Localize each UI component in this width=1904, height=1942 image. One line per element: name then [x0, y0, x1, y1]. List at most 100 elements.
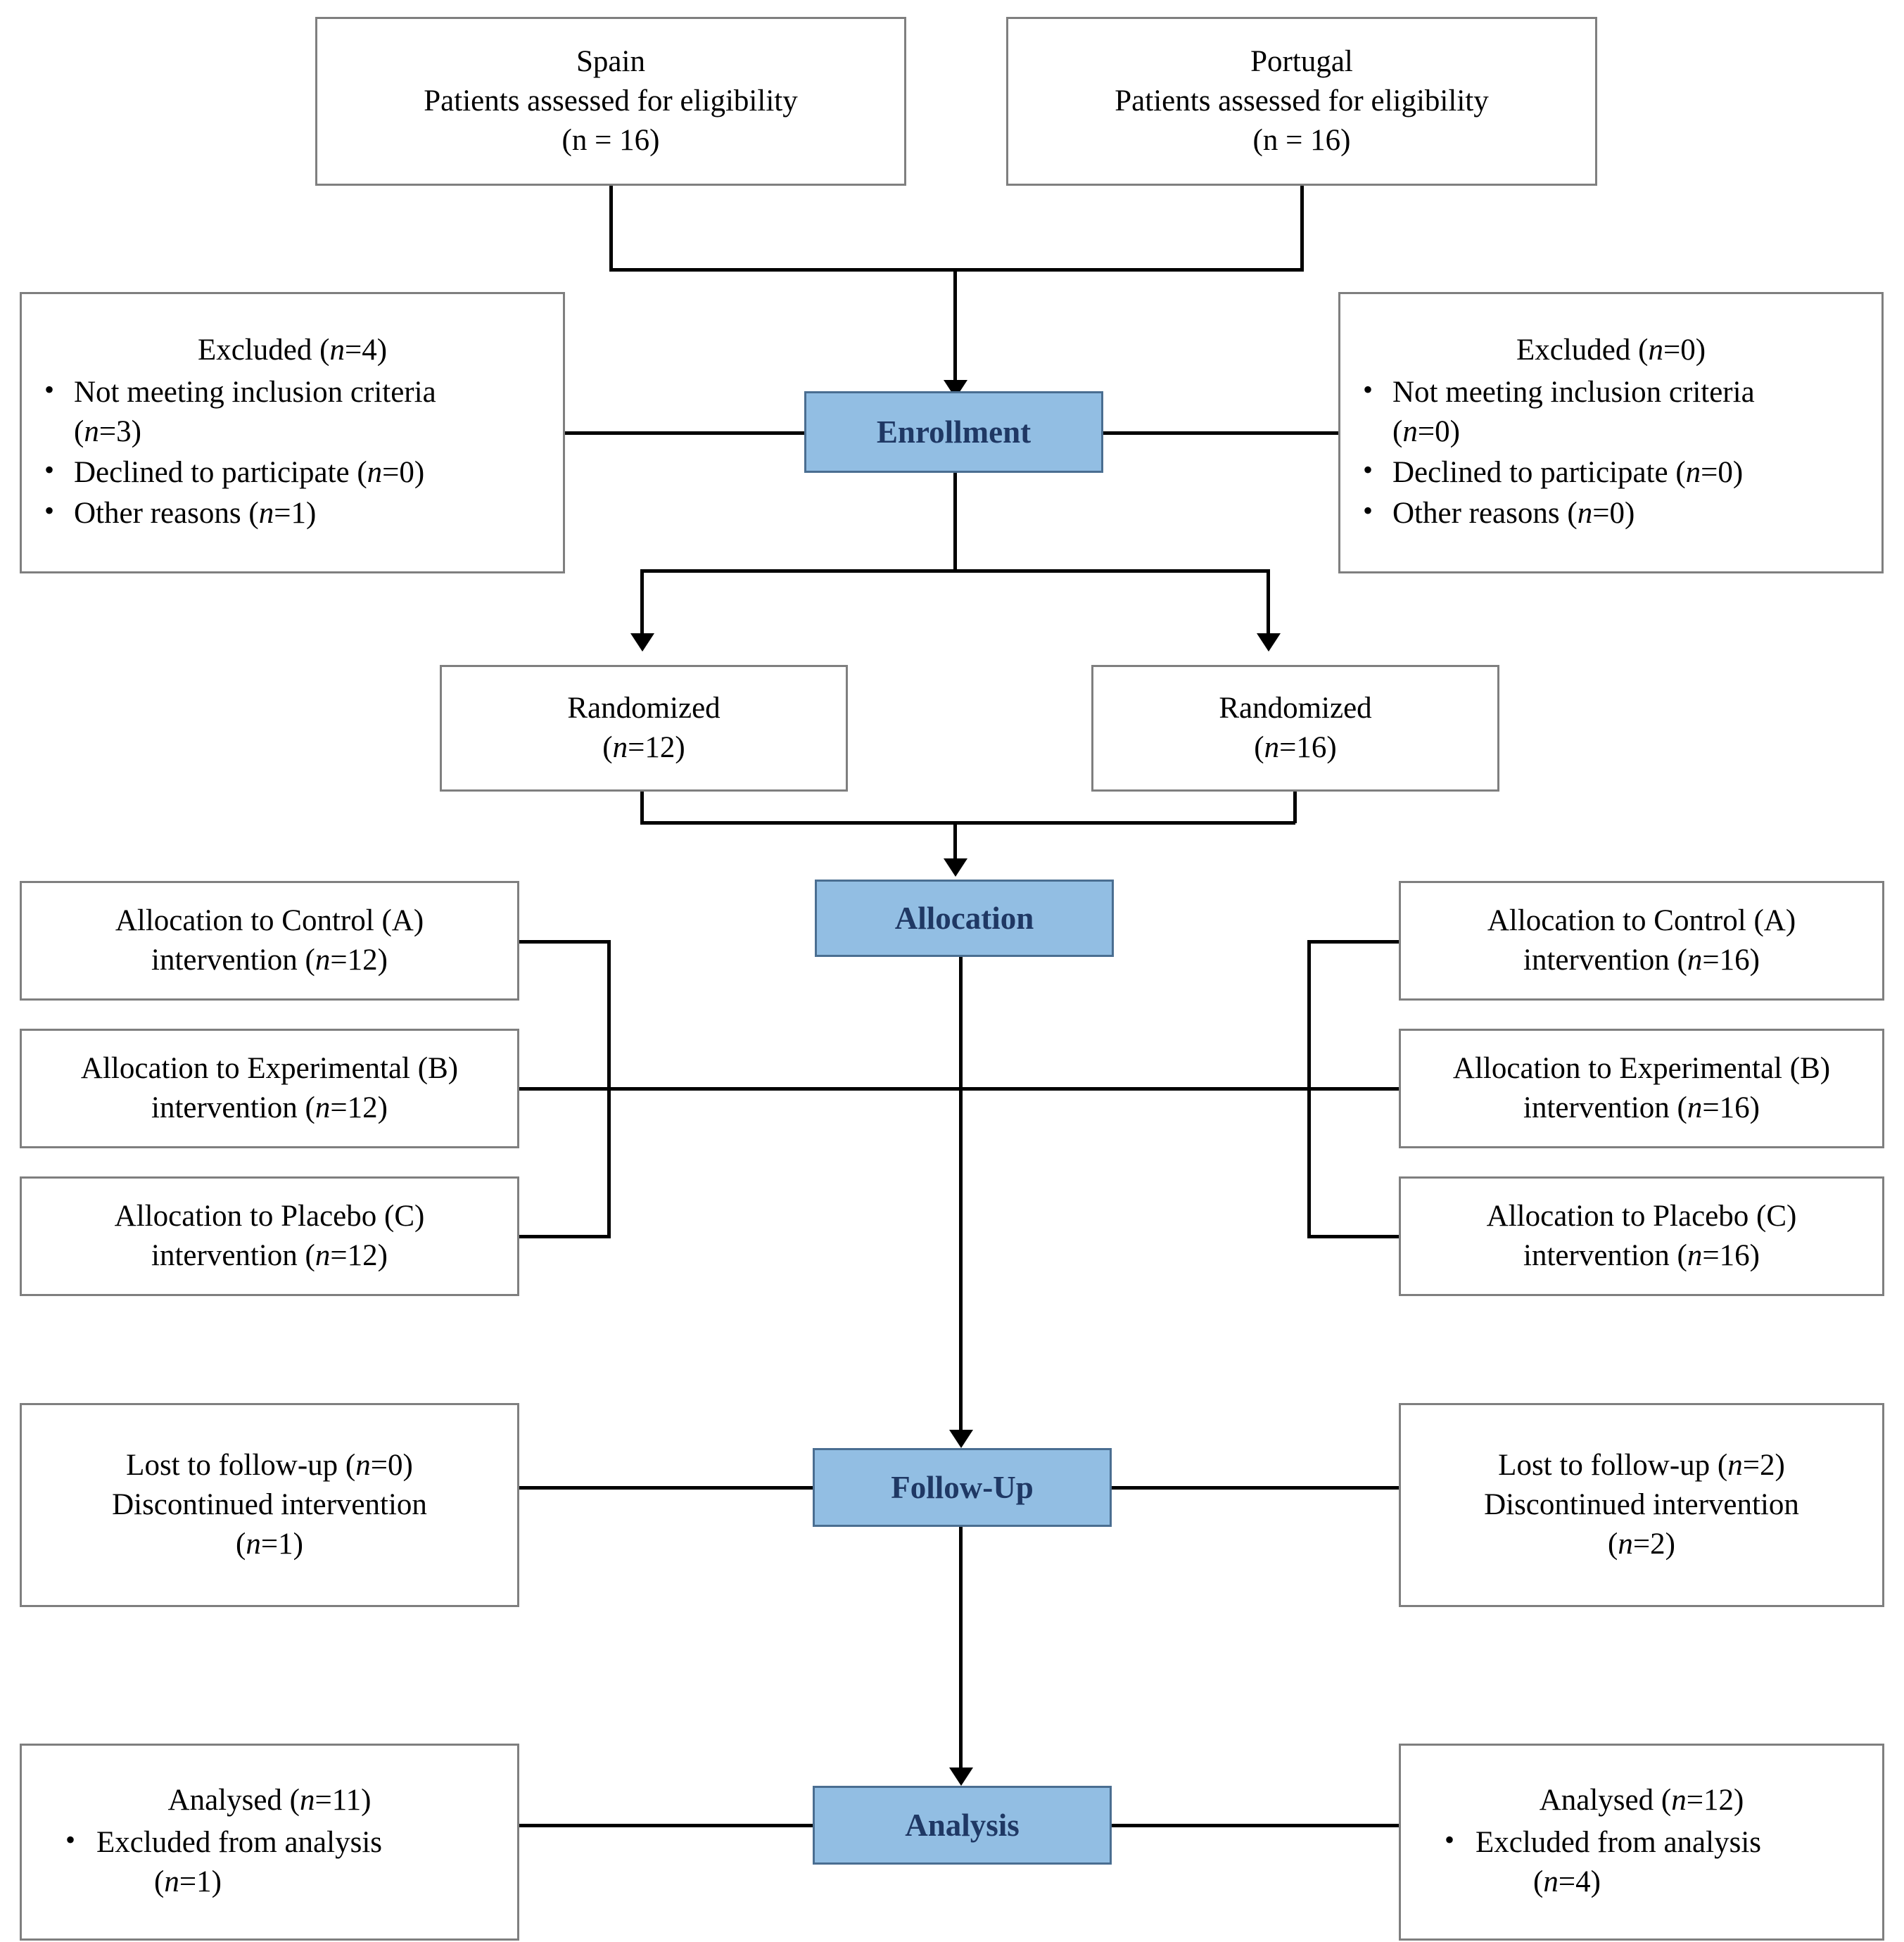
list-item: •Declined to participate (n=0): [32, 453, 553, 493]
bracket-right-control-stub: [1307, 940, 1400, 944]
allocation-left-placebo-line1: Allocation to Placebo (C): [114, 1200, 425, 1233]
followup-right-line1: Lost to follow-up (n=2): [1498, 1449, 1785, 1483]
bullet-icon: •: [44, 374, 55, 406]
connector-randomize-split: [640, 569, 1270, 573]
connector-followup-to-analysis: [959, 1527, 963, 1780]
connector-merge-down: [953, 268, 957, 391]
excluded-right-heading: Excluded (n=0): [1516, 334, 1706, 367]
portugal-assessed-label: Patients assessed for eligibility: [1115, 84, 1489, 118]
list-item: •Not meeting inclusion criteria(n=3): [32, 373, 553, 452]
randomized-right-label: Randomized: [1219, 692, 1372, 725]
connector-randomized-left-down: [640, 792, 644, 823]
followup-left-line3: (n=1): [236, 1527, 303, 1561]
connector-analysis-left-link: [519, 1824, 815, 1827]
stage-label-followup: Follow-Up: [891, 1470, 1034, 1505]
bullet-icon: •: [44, 453, 55, 486]
connector-randomized-right-down: [1293, 792, 1297, 823]
arrow-to-randomized-right: [1257, 633, 1281, 652]
connector-allocation-merge-down: [953, 821, 957, 867]
analysis-box-right: Analysed (n=12) •Excluded from analysis(…: [1399, 1744, 1884, 1941]
list-item: •Not meeting inclusion criteria(n=0): [1350, 373, 1872, 452]
analysis-right-heading: Analysed (n=12): [1539, 1784, 1744, 1817]
connector-followup-left-link: [519, 1486, 815, 1490]
list-item: •Excluded from analysis(n=1): [32, 1823, 507, 1902]
allocation-right-experimental-line2: intervention (n=16): [1523, 1091, 1760, 1124]
connector-enrollment-down: [953, 473, 957, 571]
bracket-left-control-stub: [519, 940, 611, 944]
analysis-box-left: Analysed (n=11) •Excluded from analysis(…: [20, 1744, 519, 1941]
arrow-to-randomized-left: [630, 633, 654, 652]
eligibility-box-portugal: Portugal Patients assessed for eligibili…: [1006, 17, 1597, 186]
allocation-box-right-experimental: Allocation to Experimental (B) intervent…: [1399, 1029, 1884, 1148]
allocation-left-placebo-line2: intervention (n=12): [151, 1239, 388, 1272]
connector-left-allocation-to-stage: [607, 1087, 959, 1091]
connector-allocation-merge: [640, 821, 1295, 825]
allocation-right-experimental-line1: Allocation to Experimental (B): [1452, 1052, 1831, 1086]
bullet-icon: •: [1363, 453, 1373, 486]
bullet-icon: •: [1445, 1824, 1455, 1856]
randomized-box-left: Randomized (n=12): [440, 665, 848, 792]
followup-left-line1: Lost to follow-up (n=0): [126, 1449, 413, 1483]
allocation-box-left-control: Allocation to Control (A) intervention (…: [20, 881, 519, 1001]
list-item: •Declined to participate (n=0): [1350, 453, 1872, 493]
connector-right-allocation-to-stage: [959, 1087, 1309, 1091]
bracket-left-experimental-stub: [519, 1087, 611, 1091]
excluded-box-right: Excluded (n=0) •Not meeting inclusion cr…: [1338, 292, 1884, 573]
eligibility-box-spain: Spain Patients assessed for eligibility …: [315, 17, 906, 186]
connector-followup-right-link: [1110, 1486, 1400, 1490]
arrow-to-analysis: [949, 1768, 973, 1786]
connector-excluded-left-to-enrollment: [565, 431, 804, 435]
stage-label-enrollment: Enrollment: [876, 414, 1032, 450]
followup-left-line2: Discontinued intervention: [112, 1488, 427, 1522]
spain-n-label: (n = 16): [561, 123, 660, 157]
allocation-left-experimental-line1: Allocation to Experimental (B): [80, 1052, 459, 1086]
bracket-right-placebo-stub: [1307, 1235, 1400, 1238]
list-item: •Excluded from analysis(n=4): [1411, 1823, 1872, 1902]
arrow-to-allocation: [944, 858, 967, 877]
allocation-left-control-line1: Allocation to Control (A): [115, 904, 424, 938]
stage-box-allocation: Allocation: [815, 880, 1114, 957]
connector-randomize-left-down: [640, 569, 644, 643]
analysis-left-list: •Excluded from analysis(n=1): [32, 1823, 507, 1902]
excluded-box-left: Excluded (n=4) •Not meeting inclusion cr…: [20, 292, 565, 573]
randomized-box-right: Randomized (n=16): [1091, 665, 1499, 792]
excluded-left-list: •Not meeting inclusion criteria(n=3) •De…: [32, 373, 553, 533]
allocation-box-left-placebo: Allocation to Placebo (C) intervention (…: [20, 1176, 519, 1296]
allocation-box-right-control: Allocation to Control (A) intervention (…: [1399, 881, 1884, 1001]
stage-box-followup: Follow-Up: [813, 1448, 1112, 1527]
allocation-left-experimental-line2: intervention (n=12): [151, 1091, 388, 1124]
stage-label-analysis: Analysis: [905, 1808, 1020, 1843]
portugal-n-label: (n = 16): [1252, 123, 1351, 157]
arrow-to-followup: [949, 1430, 973, 1448]
connector-analysis-right-link: [1110, 1824, 1400, 1827]
spain-country-label: Spain: [576, 45, 645, 79]
analysis-right-list: •Excluded from analysis(n=4): [1411, 1823, 1872, 1902]
stage-box-analysis: Analysis: [813, 1786, 1112, 1865]
allocation-right-placebo-line1: Allocation to Placebo (C): [1486, 1200, 1797, 1233]
allocation-right-placebo-line2: intervention (n=16): [1523, 1239, 1760, 1272]
bullet-icon: •: [65, 1824, 76, 1856]
stage-label-allocation: Allocation: [894, 901, 1034, 936]
followup-right-line2: Discontinued intervention: [1484, 1488, 1799, 1522]
randomized-left-label: Randomized: [567, 692, 721, 725]
excluded-left-heading: Excluded (n=4): [197, 334, 388, 367]
portugal-country-label: Portugal: [1250, 45, 1353, 79]
allocation-right-control-line1: Allocation to Control (A): [1487, 904, 1796, 938]
followup-box-right: Lost to follow-up (n=2) Discontinued int…: [1399, 1403, 1884, 1607]
randomized-right-n: (n=16): [1254, 731, 1337, 764]
bracket-left-placebo-stub: [519, 1235, 611, 1238]
connector-portugal-down: [1300, 186, 1304, 270]
bullet-icon: •: [1363, 374, 1373, 406]
bullet-icon: •: [44, 494, 55, 526]
connector-randomize-right-down: [1267, 569, 1270, 643]
excluded-right-list: •Not meeting inclusion criteria(n=0) •De…: [1350, 373, 1872, 533]
list-item: •Other reasons (n=0): [1350, 494, 1872, 533]
allocation-left-control-line2: intervention (n=12): [151, 944, 388, 977]
allocation-box-left-experimental: Allocation to Experimental (B) intervent…: [20, 1029, 519, 1148]
allocation-box-right-placebo: Allocation to Placebo (C) intervention (…: [1399, 1176, 1884, 1296]
list-item: •Other reasons (n=1): [32, 494, 553, 533]
bullet-icon: •: [1363, 494, 1373, 526]
spain-assessed-label: Patients assessed for eligibility: [424, 84, 798, 118]
analysis-left-heading: Analysed (n=11): [167, 1784, 372, 1817]
